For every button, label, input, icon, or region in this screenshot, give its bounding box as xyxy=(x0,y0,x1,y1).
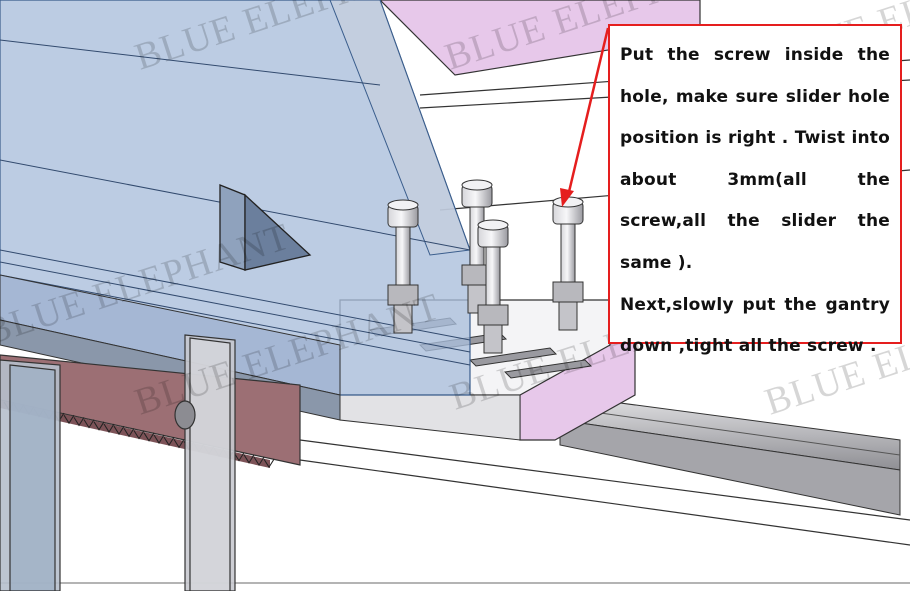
screw-icon xyxy=(477,219,509,354)
screw-icon xyxy=(552,196,584,331)
support-posts xyxy=(0,334,236,591)
instruction-next-text: Next,slowly put the gantry down ,tight a… xyxy=(620,294,890,357)
screw-group xyxy=(387,179,584,354)
instruction-callout: Put the screw inside the hole, make sure… xyxy=(608,24,902,356)
instruction-step-text: Put the screw inside the hole, make sure… xyxy=(620,45,890,273)
triangle-bracket xyxy=(219,184,312,271)
screw-icon xyxy=(387,199,419,334)
arrow-pointer-icon xyxy=(560,27,610,207)
linear-rail xyxy=(559,394,901,516)
